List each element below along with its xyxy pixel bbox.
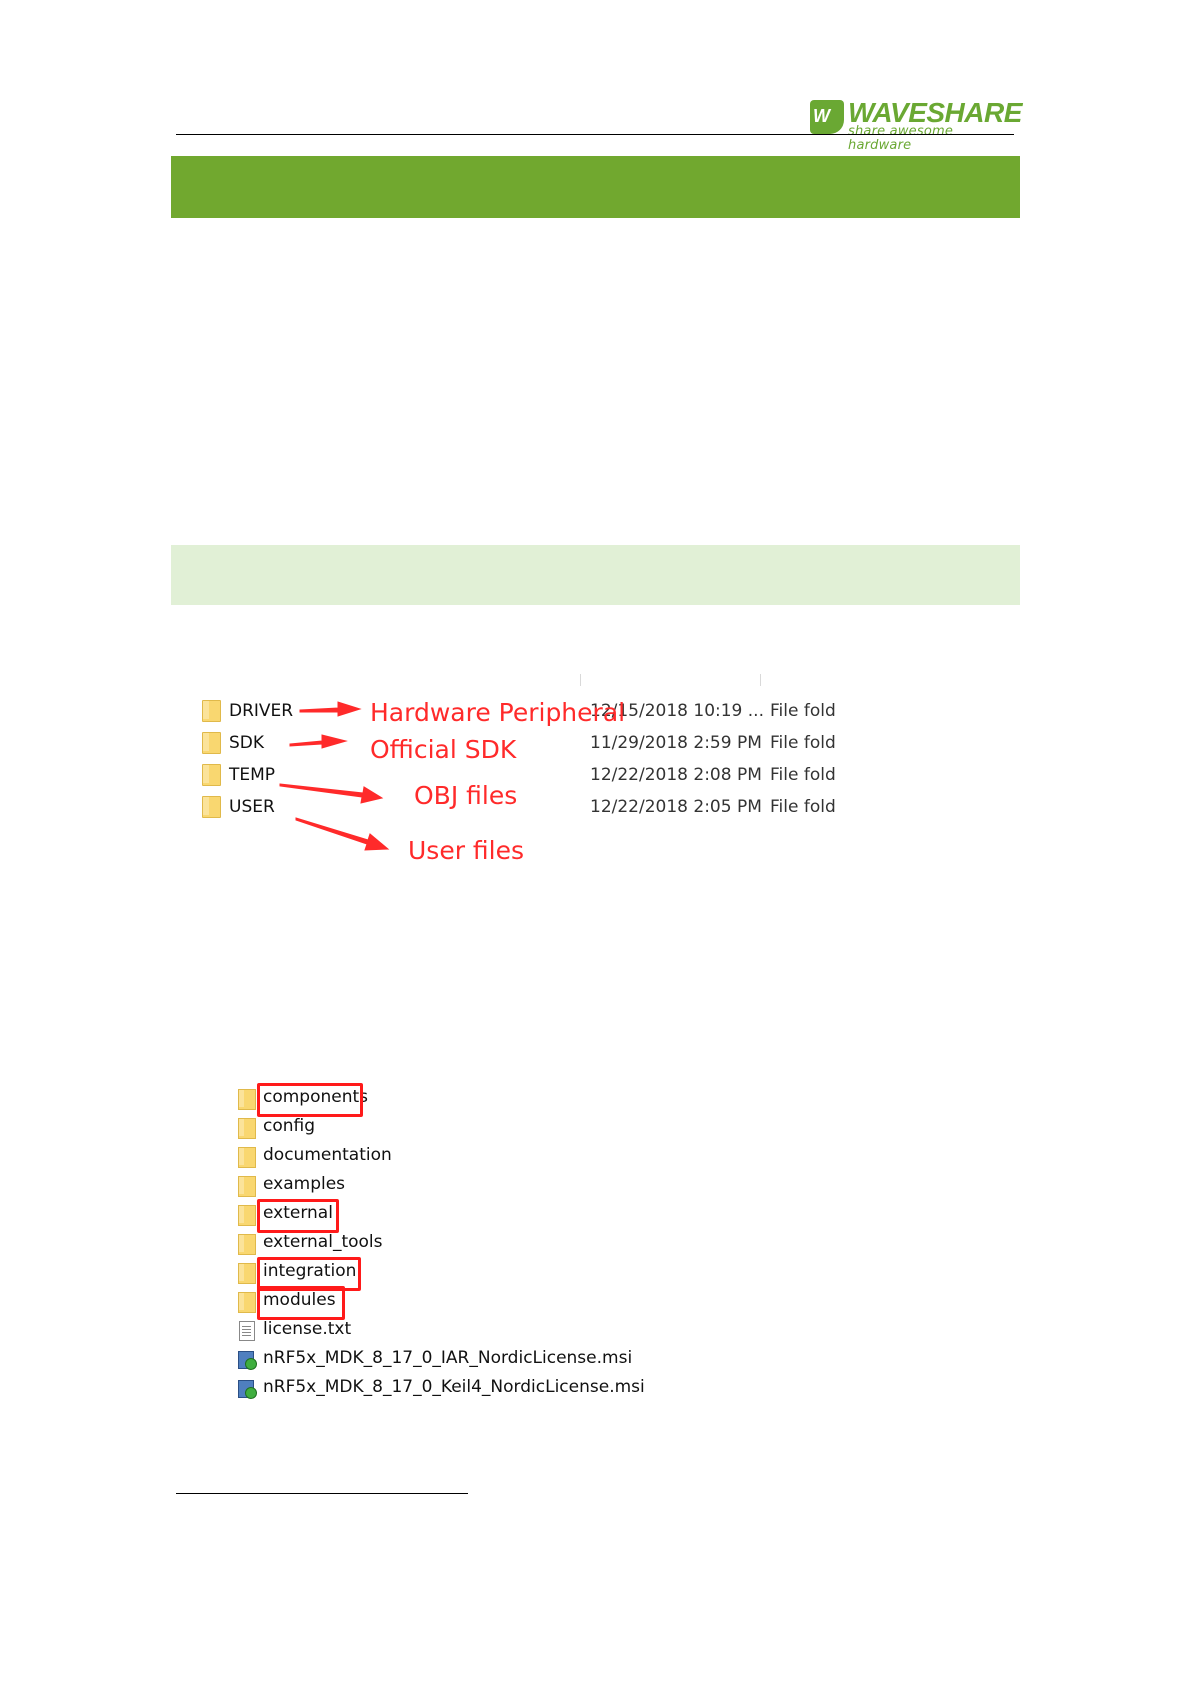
folder-name-user[interactable]: USER (229, 797, 275, 817)
annotation-arrows (279, 701, 390, 851)
section-heading-band (171, 156, 1020, 218)
list-item[interactable]: nRF5x_MDK_8_17_0_Keil4_NordicLicense.msi (230, 1376, 650, 1402)
annotation-hardware-peripheral: Hardware Peripheral (370, 698, 626, 727)
folder-date: 12/15/2018 10:19 ... (590, 701, 764, 721)
subsection-heading-band (171, 545, 1020, 605)
item-name: external (263, 1203, 333, 1223)
arrow-sdk (289, 734, 348, 749)
folder-name-temp[interactable]: TEMP (229, 765, 276, 785)
logo-tagline: share awesome hardware (848, 124, 954, 153)
installer-icon (236, 1378, 257, 1399)
highlight-box (257, 1083, 363, 1117)
item-name: config (263, 1116, 316, 1136)
list-item[interactable]: external_tools (230, 1231, 650, 1257)
folder-type: File fold (770, 765, 836, 785)
folder-name-sdk[interactable]: SDK (229, 733, 265, 753)
arrow-driver (299, 701, 362, 717)
list-item[interactable]: license.txt (230, 1318, 650, 1344)
folder-date: 12/22/2018 2:05 PM (590, 797, 762, 817)
list-item[interactable]: config (230, 1115, 650, 1141)
folder-icon (238, 1118, 256, 1139)
folder-icon (238, 1234, 256, 1255)
list-item[interactable]: examples (230, 1173, 650, 1199)
item-name: documentation (263, 1145, 392, 1165)
item-name: nRF5x_MDK_8_17_0_Keil4_NordicLicense.msi (263, 1377, 645, 1397)
project-folders-figure: DRIVER 12/15/2018 10:19 ... File fold SD… (170, 668, 860, 878)
footnote-divider (176, 1493, 468, 1494)
text-file-icon (239, 1321, 255, 1341)
folder-icon (202, 732, 222, 754)
column-separator (760, 674, 761, 686)
list-item[interactable]: documentation (230, 1144, 650, 1170)
logo-mark-icon: W (810, 100, 844, 134)
folder-icon (238, 1147, 256, 1168)
item-name: components (263, 1087, 369, 1107)
annotation-obj-files: OBJ files (414, 781, 518, 810)
logo-wordmark: WAVESHARE (848, 97, 1022, 128)
item-name: modules (263, 1290, 336, 1310)
header-divider (176, 134, 1014, 135)
highlight-box (257, 1257, 361, 1291)
arrow-temp (279, 783, 384, 804)
folder-icon (202, 764, 222, 786)
list-item[interactable]: external (230, 1199, 650, 1233)
installer-icon (236, 1349, 257, 1370)
list-item[interactable]: modules (230, 1286, 650, 1320)
highlight-box (257, 1286, 345, 1320)
list-item[interactable]: nRF5x_MDK_8_17_0_IAR_NordicLicense.msi (230, 1347, 650, 1373)
list-item[interactable]: components (230, 1083, 650, 1117)
folder-date: 12/22/2018 2:08 PM (590, 765, 762, 785)
column-separator (580, 674, 581, 686)
folder-icon (238, 1089, 256, 1110)
item-name: license.txt (263, 1319, 352, 1339)
folder-type: File fold (770, 733, 836, 753)
folder-name-driver[interactable]: DRIVER (229, 701, 294, 721)
folder-icon (238, 1205, 256, 1226)
folder-icon (238, 1292, 256, 1313)
folder-icon (202, 700, 222, 722)
folder-date: 11/29/2018 2:59 PM (590, 733, 762, 753)
arrow-user (295, 817, 390, 851)
sdk-folder-figure: components config documentation examples… (230, 1078, 650, 1408)
item-name: integration (263, 1261, 357, 1281)
waveshare-logo: W WAVESHARE share awesome hardware (810, 98, 1022, 153)
folder-type: File fold (770, 797, 836, 817)
list-item[interactable]: integration (230, 1257, 650, 1291)
item-name: external_tools (263, 1232, 383, 1252)
item-name: examples (263, 1174, 346, 1194)
annotation-official-sdk: Official SDK (370, 735, 517, 764)
folder-icon (202, 796, 222, 818)
annotation-user-files: User files (408, 836, 525, 865)
item-name: nRF5x_MDK_8_17_0_IAR_NordicLicense.msi (263, 1348, 633, 1368)
folder-icon (238, 1263, 256, 1284)
folder-type: File fold (770, 701, 836, 721)
highlight-box (257, 1199, 339, 1233)
folder-icon (238, 1176, 256, 1197)
